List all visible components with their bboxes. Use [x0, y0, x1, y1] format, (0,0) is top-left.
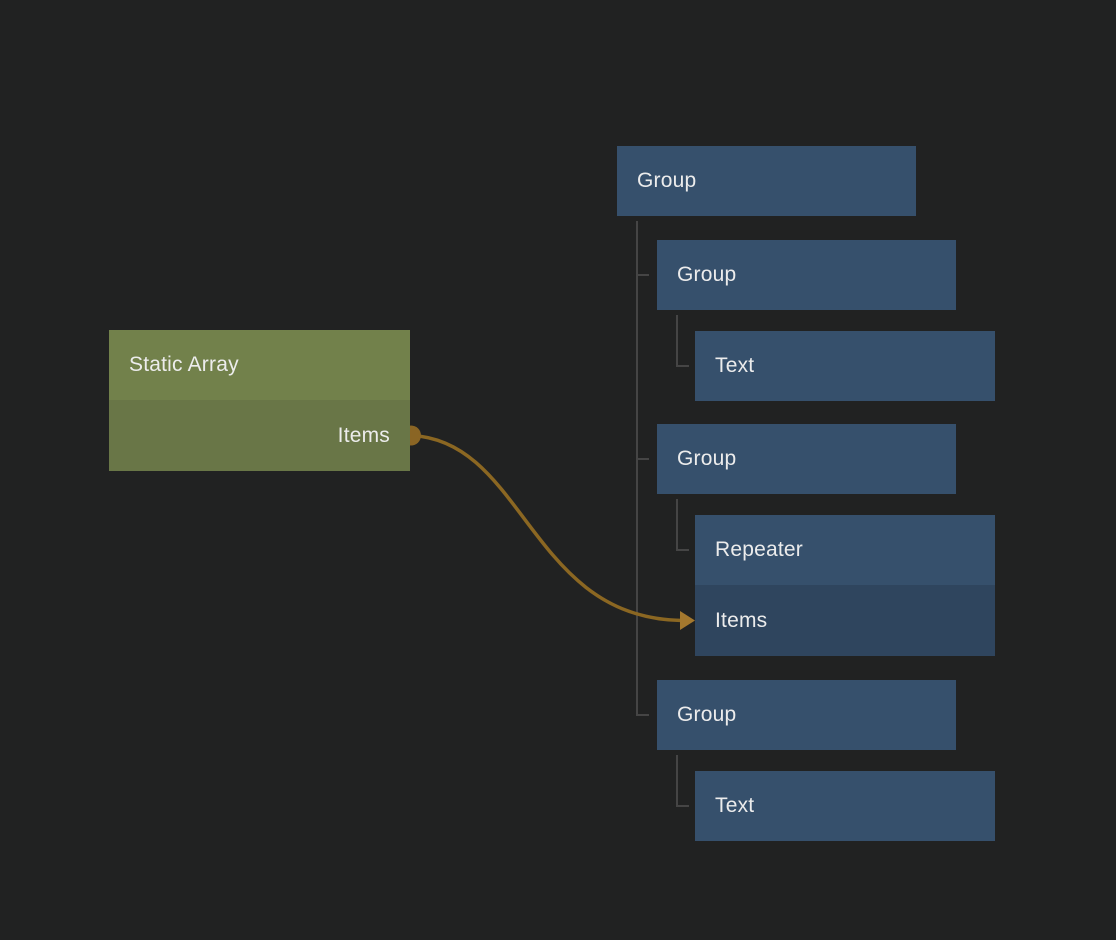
node-group-a[interactable]: Group — [657, 240, 956, 310]
node-group-b[interactable]: Group — [657, 424, 956, 494]
node-text-b[interactable]: Text — [695, 771, 995, 841]
connection-wire[interactable] — [411, 433, 683, 623]
input-port-row-items[interactable]: Items — [695, 585, 995, 656]
node-title: Text — [715, 354, 755, 377]
node-group-c[interactable]: Group — [657, 680, 956, 750]
node-header[interactable]: Repeater — [695, 515, 995, 585]
node-header[interactable]: Group — [617, 146, 916, 216]
node-title: Group — [677, 263, 737, 286]
node-header[interactable]: Text — [695, 331, 995, 401]
node-header[interactable]: Static Array — [109, 330, 410, 400]
port-label: Items — [715, 608, 768, 632]
node-title: Repeater — [715, 538, 803, 561]
node-title: Group — [637, 169, 697, 192]
connection-arrowhead-icon — [680, 611, 695, 630]
node-group-root[interactable]: Group — [617, 146, 916, 216]
node-header[interactable]: Group — [657, 424, 956, 494]
node-header[interactable]: Text — [695, 771, 995, 841]
node-title: Group — [677, 703, 737, 726]
node-title: Group — [677, 447, 737, 470]
node-header[interactable]: Group — [657, 680, 956, 750]
port-label: Items — [337, 423, 390, 447]
node-title: Text — [715, 794, 755, 817]
node-text-a[interactable]: Text — [695, 331, 995, 401]
node-header[interactable]: Group — [657, 240, 956, 310]
output-port-row-items[interactable]: Items — [109, 400, 410, 471]
node-title: Static Array — [129, 353, 239, 376]
